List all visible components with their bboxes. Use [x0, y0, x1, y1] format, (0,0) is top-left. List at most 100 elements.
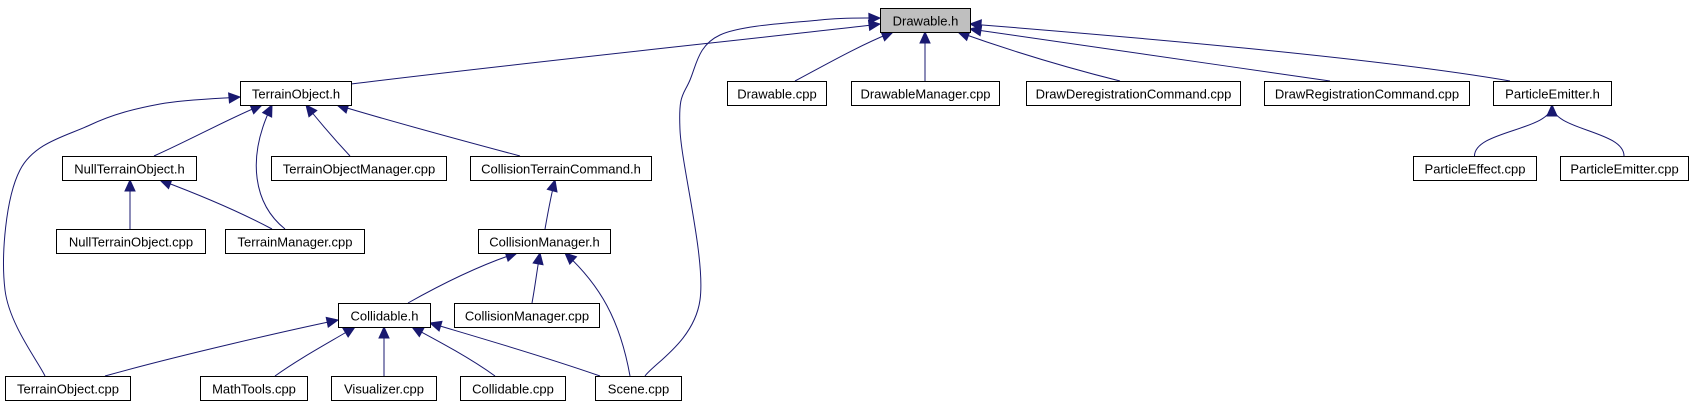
- edge-terrainobject-cpp-to-terrainobject-h: [3, 92, 242, 377]
- node-label: NullTerrainObject.h: [74, 162, 185, 177]
- edge-arrowhead: [228, 92, 242, 104]
- edge-scene-cpp-to-collidable-h: [428, 320, 601, 377]
- edge-arrowhead: [261, 103, 273, 118]
- node-box[interactable]: [62, 156, 197, 181]
- edge-line: [350, 23, 881, 85]
- edge-line: [644, 17, 881, 377]
- edge-scene-cpp-to-drawable-h: [644, 12, 882, 377]
- node-drawdereg-cpp[interactable]: DrawDeregistrationCommand.cpp: [1026, 81, 1241, 106]
- node-nullterrainobject-h[interactable]: NullTerrainObject.h: [62, 156, 197, 181]
- node-box[interactable]: [5, 376, 131, 401]
- node-box[interactable]: [56, 229, 206, 254]
- node-terrainobject-cpp[interactable]: TerrainObject.cpp: [5, 376, 131, 401]
- node-label: Drawable.cpp: [737, 87, 817, 102]
- node-box[interactable]: [200, 376, 308, 401]
- node-label: Collidable.cpp: [472, 382, 554, 397]
- node-particleeffect-cpp[interactable]: ParticleEffect.cpp: [1413, 156, 1537, 181]
- node-box[interactable]: [460, 376, 566, 401]
- node-box[interactable]: [1560, 156, 1689, 181]
- node-collisionmanager-cpp[interactable]: CollisionManager.cpp: [454, 303, 600, 328]
- edge-arrowhead: [305, 104, 318, 118]
- node-box[interactable]: [727, 81, 827, 106]
- node-label: DrawableManager.cpp: [860, 87, 990, 102]
- node-box[interactable]: [1026, 81, 1241, 106]
- node-terrainobject-h[interactable]: TerrainObject.h: [240, 81, 352, 106]
- edge-line: [1551, 104, 1625, 157]
- edge-line: [3, 96, 241, 377]
- node-label: TerrainObjectManager.cpp: [283, 162, 435, 177]
- edge-line: [957, 31, 1121, 82]
- node-box[interactable]: [1264, 81, 1470, 106]
- node-label: TerrainObject.h: [252, 87, 340, 102]
- node-box[interactable]: [454, 303, 600, 328]
- node-drawreg-cpp[interactable]: DrawRegistrationCommand.cpp: [1264, 81, 1470, 106]
- node-label: CollisionTerrainCommand.h: [481, 162, 641, 177]
- node-box[interactable]: [470, 156, 652, 181]
- edge-line: [104, 319, 339, 377]
- edge-arrowhead: [378, 325, 390, 339]
- edge-drawable-cpp-to-drawable-h: [794, 30, 895, 82]
- node-visualizer-cpp[interactable]: Visualizer.cpp: [331, 376, 437, 401]
- node-box[interactable]: [240, 81, 352, 106]
- edge-arrowhead: [868, 12, 882, 25]
- node-label: Collidable.h: [351, 309, 419, 324]
- edge-arrowhead: [532, 251, 544, 266]
- edge-terrainmanager-cpp-to-terrainobject-h: [255, 103, 286, 230]
- edge-arrowhead: [124, 178, 136, 192]
- edge-line: [429, 322, 601, 377]
- edge-collisionterraincommand-h-to-terrainobject-h: [335, 102, 521, 157]
- node-particleemitter-h[interactable]: ParticleEmitter.h: [1493, 81, 1612, 106]
- node-label: ParticleEffect.cpp: [1425, 162, 1526, 177]
- edge-arrowhead: [325, 316, 340, 329]
- edges-layer: [3, 12, 1625, 377]
- node-mathtools-cpp[interactable]: MathTools.cpp: [200, 376, 308, 401]
- node-collidable-cpp[interactable]: Collidable.cpp: [460, 376, 566, 401]
- node-drawable-cpp[interactable]: Drawable.cpp: [727, 81, 827, 106]
- node-drawable-h[interactable]: Drawable.h: [880, 8, 971, 33]
- node-terrainmanager-cpp[interactable]: TerrainManager.cpp: [225, 229, 365, 254]
- edge-collidable-h-to-collisionmanager-h: [407, 251, 519, 304]
- node-box[interactable]: [1493, 81, 1612, 106]
- edge-collidable-cpp-to-collidable-h: [410, 326, 496, 377]
- node-label: Scene.cpp: [608, 382, 669, 397]
- edge-arrowhead: [342, 326, 357, 338]
- node-drawablemanager-cpp[interactable]: DrawableManager.cpp: [851, 81, 1000, 106]
- node-label: MathTools.cpp: [212, 382, 296, 397]
- edge-line: [153, 104, 263, 157]
- edge-line: [564, 252, 631, 377]
- node-box[interactable]: [338, 303, 431, 328]
- node-collidable-h[interactable]: Collidable.h: [338, 303, 431, 328]
- edge-line: [794, 31, 894, 82]
- node-label: DrawDeregistrationCommand.cpp: [1036, 87, 1232, 102]
- node-box[interactable]: [225, 229, 365, 254]
- node-box[interactable]: [880, 8, 971, 33]
- node-box[interactable]: [595, 376, 682, 401]
- node-label: ParticleEmitter.cpp: [1570, 162, 1678, 177]
- node-box[interactable]: [1413, 156, 1537, 181]
- node-label: CollisionManager.h: [489, 235, 600, 250]
- edge-arrowhead: [1546, 103, 1558, 117]
- node-scene-cpp[interactable]: Scene.cpp: [595, 376, 682, 401]
- edge-terrainmanager-cpp-to-nullterrainobject-h: [158, 178, 273, 230]
- node-terrainobjectmanager-cpp[interactable]: TerrainObjectManager.cpp: [271, 156, 447, 181]
- edge-drawreg-cpp-to-drawable-h: [968, 25, 1331, 82]
- node-box[interactable]: [331, 376, 437, 401]
- node-particleemitter-cpp[interactable]: ParticleEmitter.cpp: [1560, 156, 1689, 181]
- edge-collisionmanager-cpp-to-collisionmanager-h: [531, 251, 544, 304]
- edge-line: [159, 179, 273, 230]
- node-collisionterraincommand-h[interactable]: CollisionTerrainCommand.h: [470, 156, 652, 181]
- node-nullterrainobject-cpp[interactable]: NullTerrainObject.cpp: [56, 229, 206, 254]
- edge-arrowhead: [546, 178, 558, 193]
- node-box[interactable]: [851, 81, 1000, 106]
- node-label: CollisionManager.cpp: [465, 309, 589, 324]
- node-box[interactable]: [271, 156, 447, 181]
- node-collisionmanager-h[interactable]: CollisionManager.h: [478, 229, 611, 254]
- edge-line: [274, 326, 356, 377]
- node-box[interactable]: [478, 229, 611, 254]
- edge-terrainobjectmanager-cpp-to-terrainobject-h: [305, 104, 351, 157]
- edge-line: [411, 326, 496, 377]
- edge-collisionmanager-h-to-collisionterraincommand-h: [544, 178, 558, 230]
- node-label: TerrainObject.cpp: [17, 382, 119, 397]
